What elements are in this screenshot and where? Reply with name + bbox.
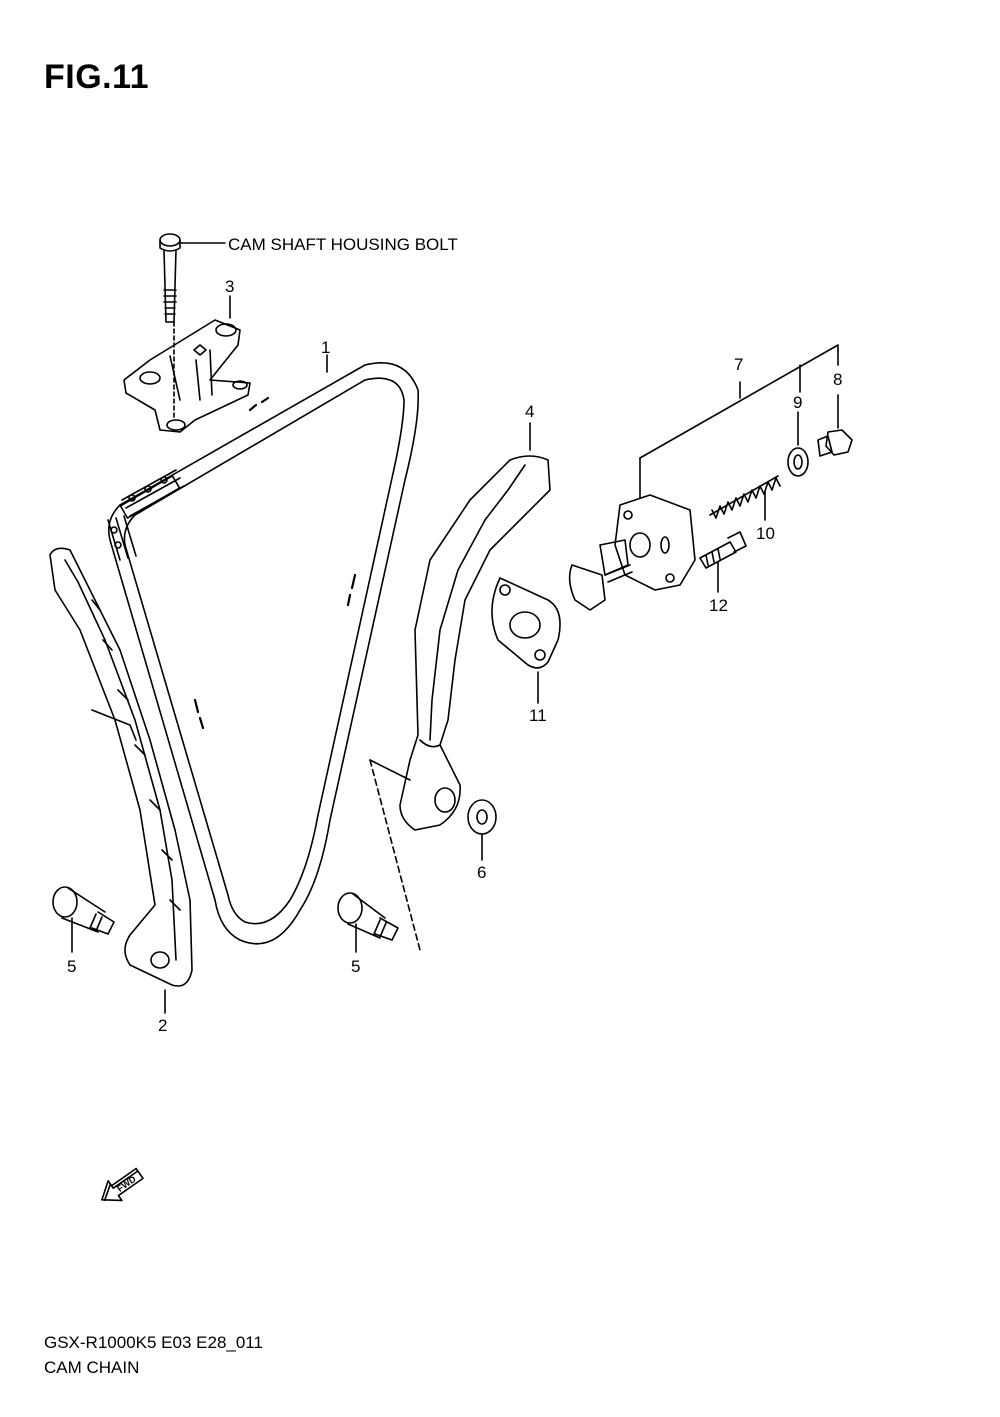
diagram-code: GSX-R1000K5 E03 E28_011 — [44, 1333, 263, 1352]
part-10-spring — [709, 475, 781, 521]
part-7-tensioner-adjuster — [568, 457, 696, 611]
part-9-washer — [787, 411, 809, 477]
callout-10: 10 — [756, 524, 775, 543]
callout-5-left: 5 — [67, 957, 76, 976]
part-5-bolt-right — [337, 892, 399, 953]
callout-1: 1 — [321, 338, 330, 357]
diagram-subtitle: CAM CHAIN — [44, 1358, 140, 1377]
cam-shaft-housing-bolt — [159, 233, 226, 323]
part-12-bolt — [699, 531, 747, 593]
callout-7: 7 — [734, 355, 743, 374]
callout-2: 2 — [158, 1016, 167, 1035]
callout-4: 4 — [525, 402, 534, 421]
part-5-bolt-left — [52, 886, 115, 953]
forward-arrow-icon: FWD — [101, 1167, 144, 1202]
part-4-tensioner-guide — [399, 422, 551, 831]
callout-cam-bolt: CAM SHAFT HOUSING BOLT — [228, 235, 458, 254]
callout-8: 8 — [833, 370, 842, 389]
callout-9: 9 — [793, 393, 802, 412]
part-6-washer — [467, 799, 497, 861]
callout-12: 12 — [709, 596, 728, 615]
callout-11: 11 — [529, 706, 547, 725]
callout-3: 3 — [225, 277, 234, 296]
figure-title: FIG.11 — [44, 58, 150, 96]
part-11-gasket — [491, 577, 561, 704]
part-8-cap-bolt — [817, 394, 853, 457]
callout-5-right: 5 — [351, 957, 360, 976]
part-3-bracket — [123, 295, 251, 433]
part-2-chain-guide — [49, 547, 193, 1014]
callout-6: 6 — [477, 863, 486, 882]
part-1-cam-chain — [107, 354, 420, 945]
chain-links — [107, 469, 185, 561]
